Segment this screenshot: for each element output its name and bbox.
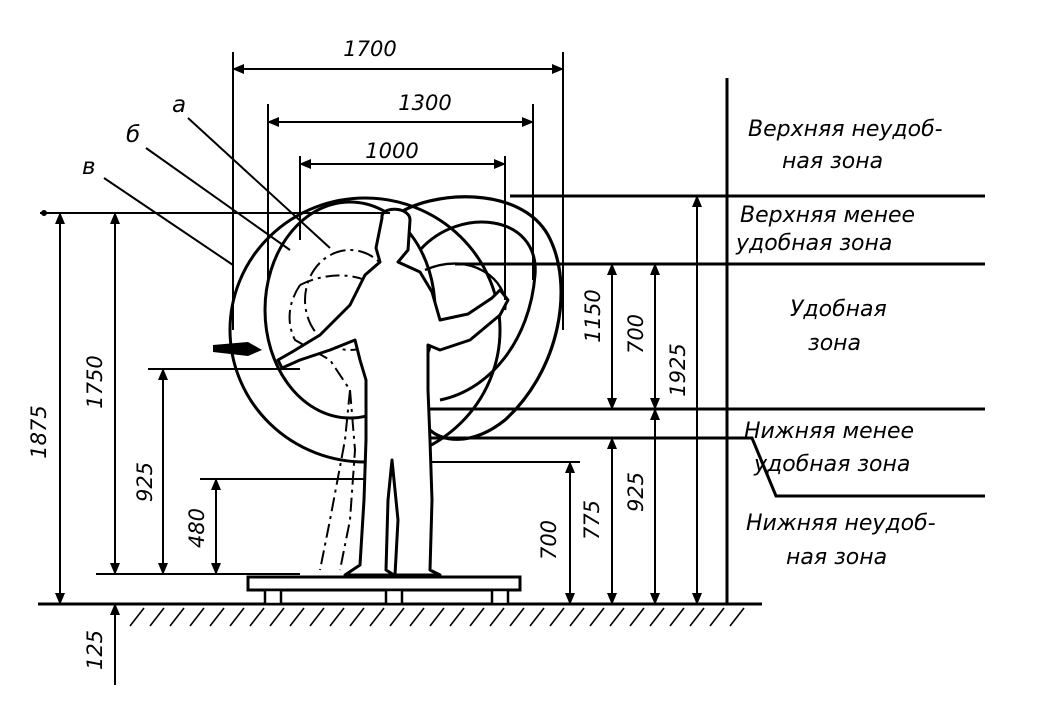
arc-right-lobe-outer	[394, 195, 563, 441]
reach-arcs	[228, 195, 563, 464]
zone-comfortable-line2: зона	[808, 331, 861, 356]
zone-comfortable-line1: Удобная	[790, 297, 887, 322]
dim-height-925-left: 925	[133, 462, 157, 502]
arc-label-v: в	[82, 154, 96, 180]
zone-lower-less-line2: удобная зона	[753, 452, 910, 477]
floor	[38, 602, 762, 627]
arc-label-a: а	[172, 92, 186, 118]
dim-width-1000: 1000	[365, 139, 418, 163]
zone-lower-less-line1: Нижняя менее	[744, 419, 914, 444]
arc-right-lobe-inner	[418, 220, 537, 402]
zone-boundaries	[430, 194, 985, 498]
width-dimensions	[232, 52, 564, 330]
dim-height-925-right: 925	[624, 472, 648, 512]
ghost-figure	[288, 274, 366, 571]
zone-upper-less-line1: Верхняя менее	[740, 203, 915, 228]
arc-label-b: б	[126, 122, 140, 148]
dim-width-1300: 1300	[398, 91, 451, 115]
operator-figure	[276, 207, 510, 577]
dim-height-1150: 1150	[581, 289, 605, 342]
left-height-dimensions	[40, 210, 390, 685]
dim-height-1925: 1925	[666, 343, 690, 396]
right-height-dimensions	[430, 195, 702, 605]
dim-height-700-mid: 700	[624, 314, 648, 354]
dim-height-775: 775	[580, 500, 604, 540]
dim-height-1750: 1750	[83, 355, 107, 408]
zone-lower-uncomfortable-line2: ная зона	[786, 545, 887, 570]
dim-width-1700: 1700	[343, 37, 396, 61]
dim-height-125: 125	[83, 630, 107, 670]
zone-lower-uncomfortable-line1: Нижняя неудоб-	[746, 511, 936, 536]
zone-upper-less-line2: удобная зона	[735, 231, 892, 256]
ghost-hand	[213, 342, 262, 356]
zone-upper-uncomfortable-line2: ная зона	[782, 149, 883, 174]
zone-upper-uncomfortable-line1: Верхняя неудоб-	[748, 117, 943, 142]
arc-label-leaders	[103, 117, 331, 266]
operator-silhouette	[276, 207, 510, 577]
dim-height-700-low: 700	[537, 520, 561, 560]
dim-height-1875: 1875	[27, 405, 51, 458]
operator-platform	[246, 575, 522, 606]
dim-height-480: 480	[185, 508, 209, 548]
